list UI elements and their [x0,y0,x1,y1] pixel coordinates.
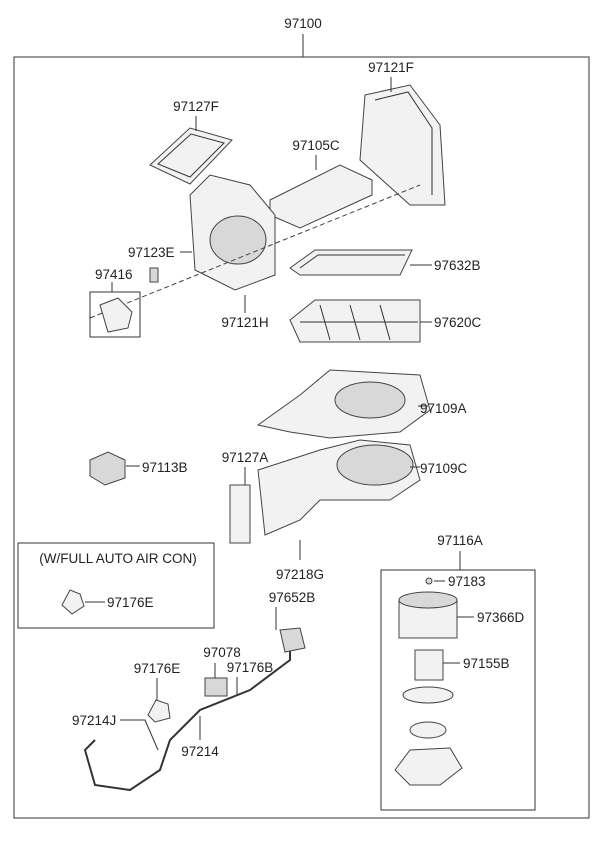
filter-97632B [289,249,413,276]
sensor-97176E [147,699,171,723]
label-97176B: 97176B [227,660,274,675]
subassembly-label: 97116A [437,533,483,548]
module-97078 [204,677,228,697]
label-97620C: 97620C [434,315,482,330]
actuator-97416 [99,297,133,333]
assembly-label: 97100 [284,16,322,31]
duct-detail [374,91,433,195]
motor-97155B [414,649,444,681]
connector-97652B [279,627,306,653]
gasket-97127A [229,484,251,544]
housing-opening [209,215,267,265]
label-97123E: 97123E [128,245,175,260]
box-97416 [89,291,141,338]
gasket-97127F [149,127,233,185]
label-97652B: 97652B [269,590,316,605]
label-97176E-option: 97176E [107,595,154,610]
subassembly-box [380,569,536,811]
cover-97105C [269,164,373,229]
nut-97183 [425,577,433,585]
alignment-line [89,184,421,319]
part-97123E [149,267,159,283]
label-97416: 97416 [95,267,133,282]
label-97214: 97214 [181,744,219,759]
label-97155B: 97155B [463,656,510,671]
assembly-frame [13,56,590,819]
case-c-opening [336,444,414,486]
sensor-97176E-option [61,589,85,615]
label-97113B: 97113B [142,460,188,475]
label-97366D: 97366D [477,610,525,625]
filter-detail [299,254,405,269]
label-97218G: 97218G [276,567,324,582]
label-97109A: 97109A [420,401,467,416]
label-97127F: 97127F [173,99,219,114]
label-97121H: 97121H [221,315,268,330]
label-97127A: 97127A [222,450,269,465]
label-97183: 97183 [448,574,486,589]
label-97109C: 97109C [420,461,468,476]
label-97632B: 97632B [434,258,481,273]
gasket-inner [157,133,225,178]
motor-housing [394,747,463,786]
wiring-harness [83,640,291,792]
label-97121F: 97121F [368,60,414,75]
label-97214J: 97214J [72,713,116,728]
fan-top [398,591,458,609]
seal-ring [402,686,454,704]
label-97176E: 97176E [134,661,181,676]
leader-97214J [120,719,159,751]
option-note: (W/FULL AUTO AIR CON) [39,551,197,566]
filter-frame-grid [300,304,418,341]
label-97105C: 97105C [292,138,340,153]
case-opening [334,381,406,419]
motor-mount [409,721,447,739]
option-box [17,542,215,629]
label-97078: 97078 [203,645,241,660]
resistor-97113B [89,451,126,486]
